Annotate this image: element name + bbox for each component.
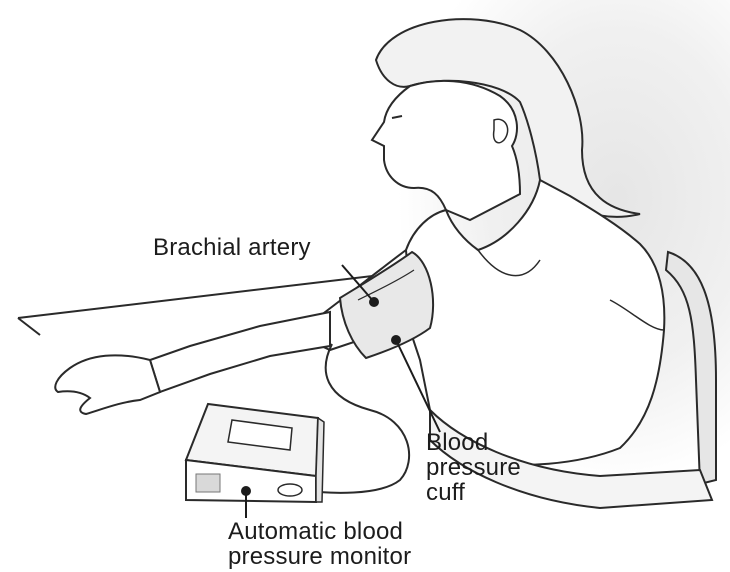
forearm bbox=[150, 312, 330, 392]
hand bbox=[55, 355, 160, 414]
dot-monitor bbox=[241, 486, 251, 496]
monitor-button bbox=[196, 474, 220, 492]
tube-connector bbox=[278, 484, 302, 496]
label-automatic-monitor: Automatic blood pressure monitor bbox=[228, 519, 411, 569]
dot-cuff bbox=[391, 335, 401, 345]
label-brachial-artery: Brachial artery bbox=[153, 236, 311, 260]
monitor-device bbox=[186, 404, 324, 502]
dot-brachial bbox=[369, 297, 379, 307]
label-blood-pressure-cuff: Blood pressure cuff bbox=[426, 430, 521, 505]
